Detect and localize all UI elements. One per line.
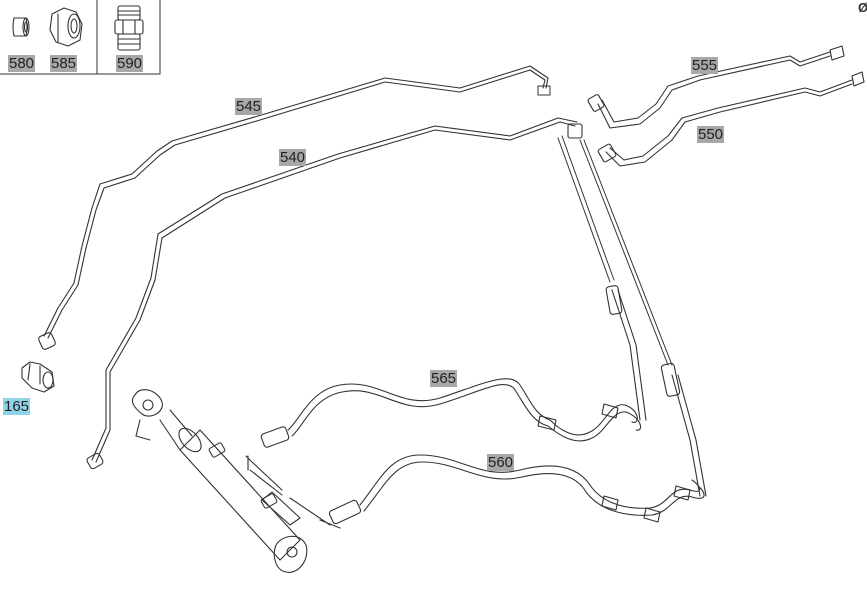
connecting-lines (557, 135, 673, 366)
fitting-540-end (86, 452, 104, 470)
corner-mark: Ø (858, 0, 867, 15)
part-label-580[interactable]: 580 (8, 55, 36, 72)
fitting-icon (114, 5, 144, 51)
steering-cylinder (131, 389, 341, 573)
line-550 (597, 71, 865, 167)
part-label-550[interactable]: 550 (697, 126, 725, 143)
part-label-565[interactable]: 565 (430, 370, 458, 387)
part-label-555[interactable]: 555 (691, 57, 719, 74)
part-label-585[interactable]: 585 (50, 55, 78, 72)
fitting-165 (21, 361, 55, 393)
line-555 (587, 45, 845, 129)
sleeve-icon (12, 17, 30, 37)
hose-565 (260, 285, 647, 448)
part-label-165[interactable]: 165 (3, 398, 31, 415)
line-545 (38, 65, 551, 350)
hose-560 (328, 362, 707, 525)
part-label-560[interactable]: 560 (487, 454, 515, 471)
part-label-545[interactable]: 545 (235, 98, 263, 115)
part-label-540[interactable]: 540 (279, 149, 307, 166)
nut-icon (49, 7, 83, 47)
legend-box (0, 0, 161, 75)
fitting-545-end (38, 332, 56, 350)
line-540 (86, 117, 583, 470)
part-label-590[interactable]: 590 (116, 55, 144, 72)
